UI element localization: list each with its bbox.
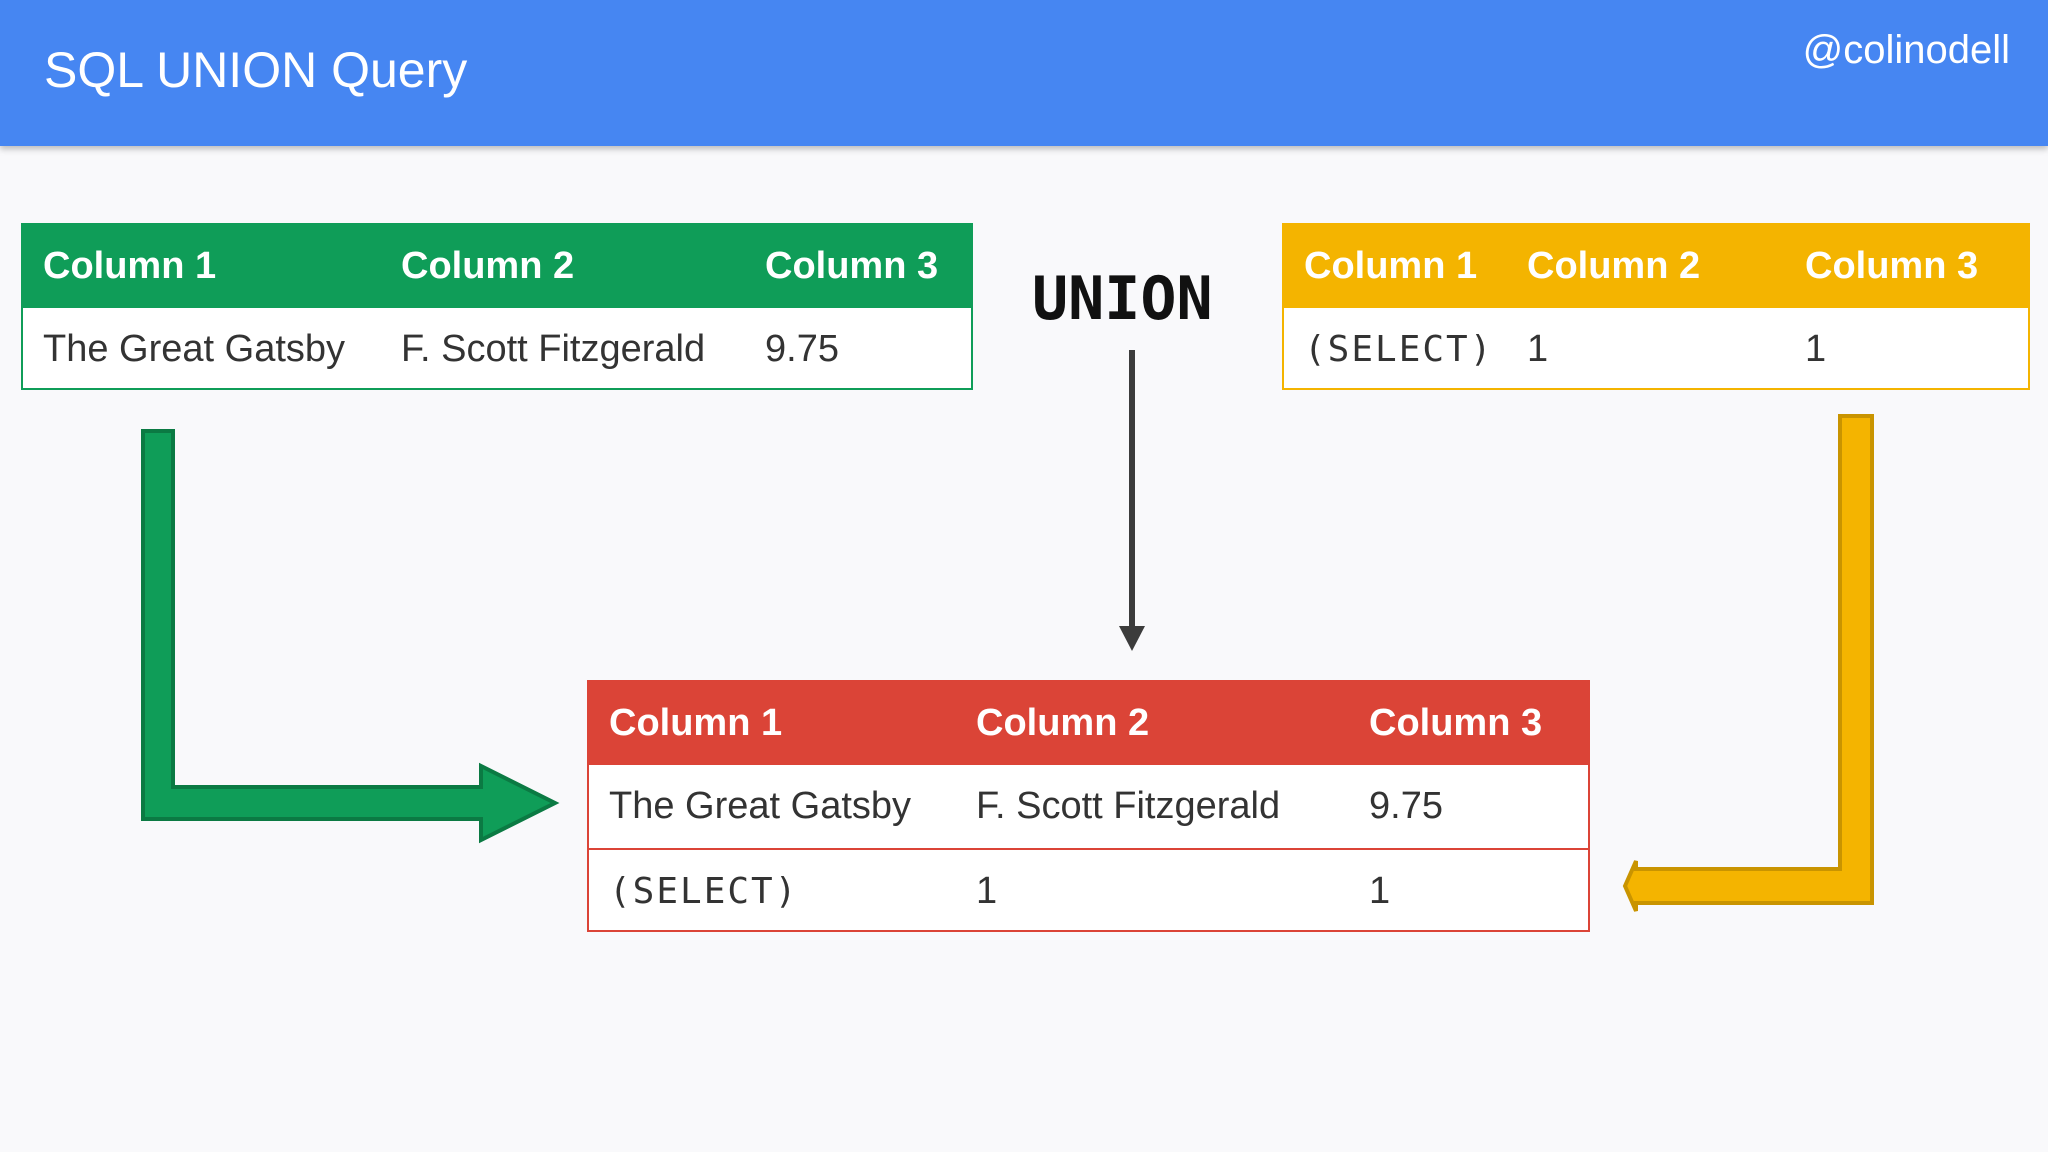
table-row: (SELECT) 1 1: [1284, 308, 2028, 391]
column-header: Column 2: [976, 702, 1150, 744]
column-header: Column 3: [1369, 702, 1543, 744]
table-cell: The Great Gatsby: [43, 328, 346, 370]
right-source-table: Column 1 Column 2 Column 3 (SELECT) 1 1: [1282, 223, 2030, 390]
column-header: Column 1: [609, 702, 783, 744]
table-cell: 9.75: [1369, 785, 1443, 827]
table-cell: F. Scott Fitzgerald: [401, 328, 706, 370]
table-cell: F. Scott Fitzgerald: [976, 785, 1281, 827]
table-cell: The Great Gatsby: [609, 785, 912, 827]
result-table: Column 1 Column 2 Column 3 The Great Gat…: [587, 680, 1590, 932]
table-cell: 1: [1369, 870, 1391, 912]
table-cell: 1: [1805, 328, 1827, 370]
slide-title: SQL UNION Query: [44, 42, 468, 98]
green-bent-arrow-icon: [141, 429, 560, 844]
table-cell: (SELECT): [609, 871, 799, 912]
column-header: Column 2: [1527, 245, 1701, 287]
left-source-table: Column 1 Column 2 Column 3 The Great Gat…: [21, 223, 973, 390]
header-bar: SQL UNION Query @colinodell: [0, 0, 2048, 146]
column-header: Column 1: [43, 245, 217, 287]
column-header: Column 3: [1805, 245, 1979, 287]
table-header-row: Column 1 Column 2 Column 3: [589, 682, 1588, 765]
column-header: Column 2: [401, 245, 575, 287]
table-row: (SELECT) 1 1: [589, 848, 1588, 931]
table-row: The Great Gatsby F. Scott Fitzgerald 9.7…: [23, 308, 971, 391]
table-cell: 1: [976, 870, 998, 912]
table-row: The Great Gatsby F. Scott Fitzgerald 9.7…: [589, 765, 1588, 848]
author-handle: @colinodell: [1802, 28, 2010, 72]
table-header-row: Column 1 Column 2 Column 3: [1284, 225, 2028, 308]
column-header: Column 1: [1304, 245, 1478, 287]
yellow-bent-arrow-icon: [1622, 414, 1874, 912]
table-header-row: Column 1 Column 2 Column 3: [23, 225, 971, 308]
column-header: Column 3: [765, 245, 939, 287]
table-cell: 9.75: [765, 328, 839, 370]
table-cell: (SELECT): [1304, 329, 1494, 370]
down-arrow-icon: [1119, 350, 1145, 651]
union-label: UNION: [1032, 264, 1213, 334]
table-cell: 1: [1527, 328, 1549, 370]
